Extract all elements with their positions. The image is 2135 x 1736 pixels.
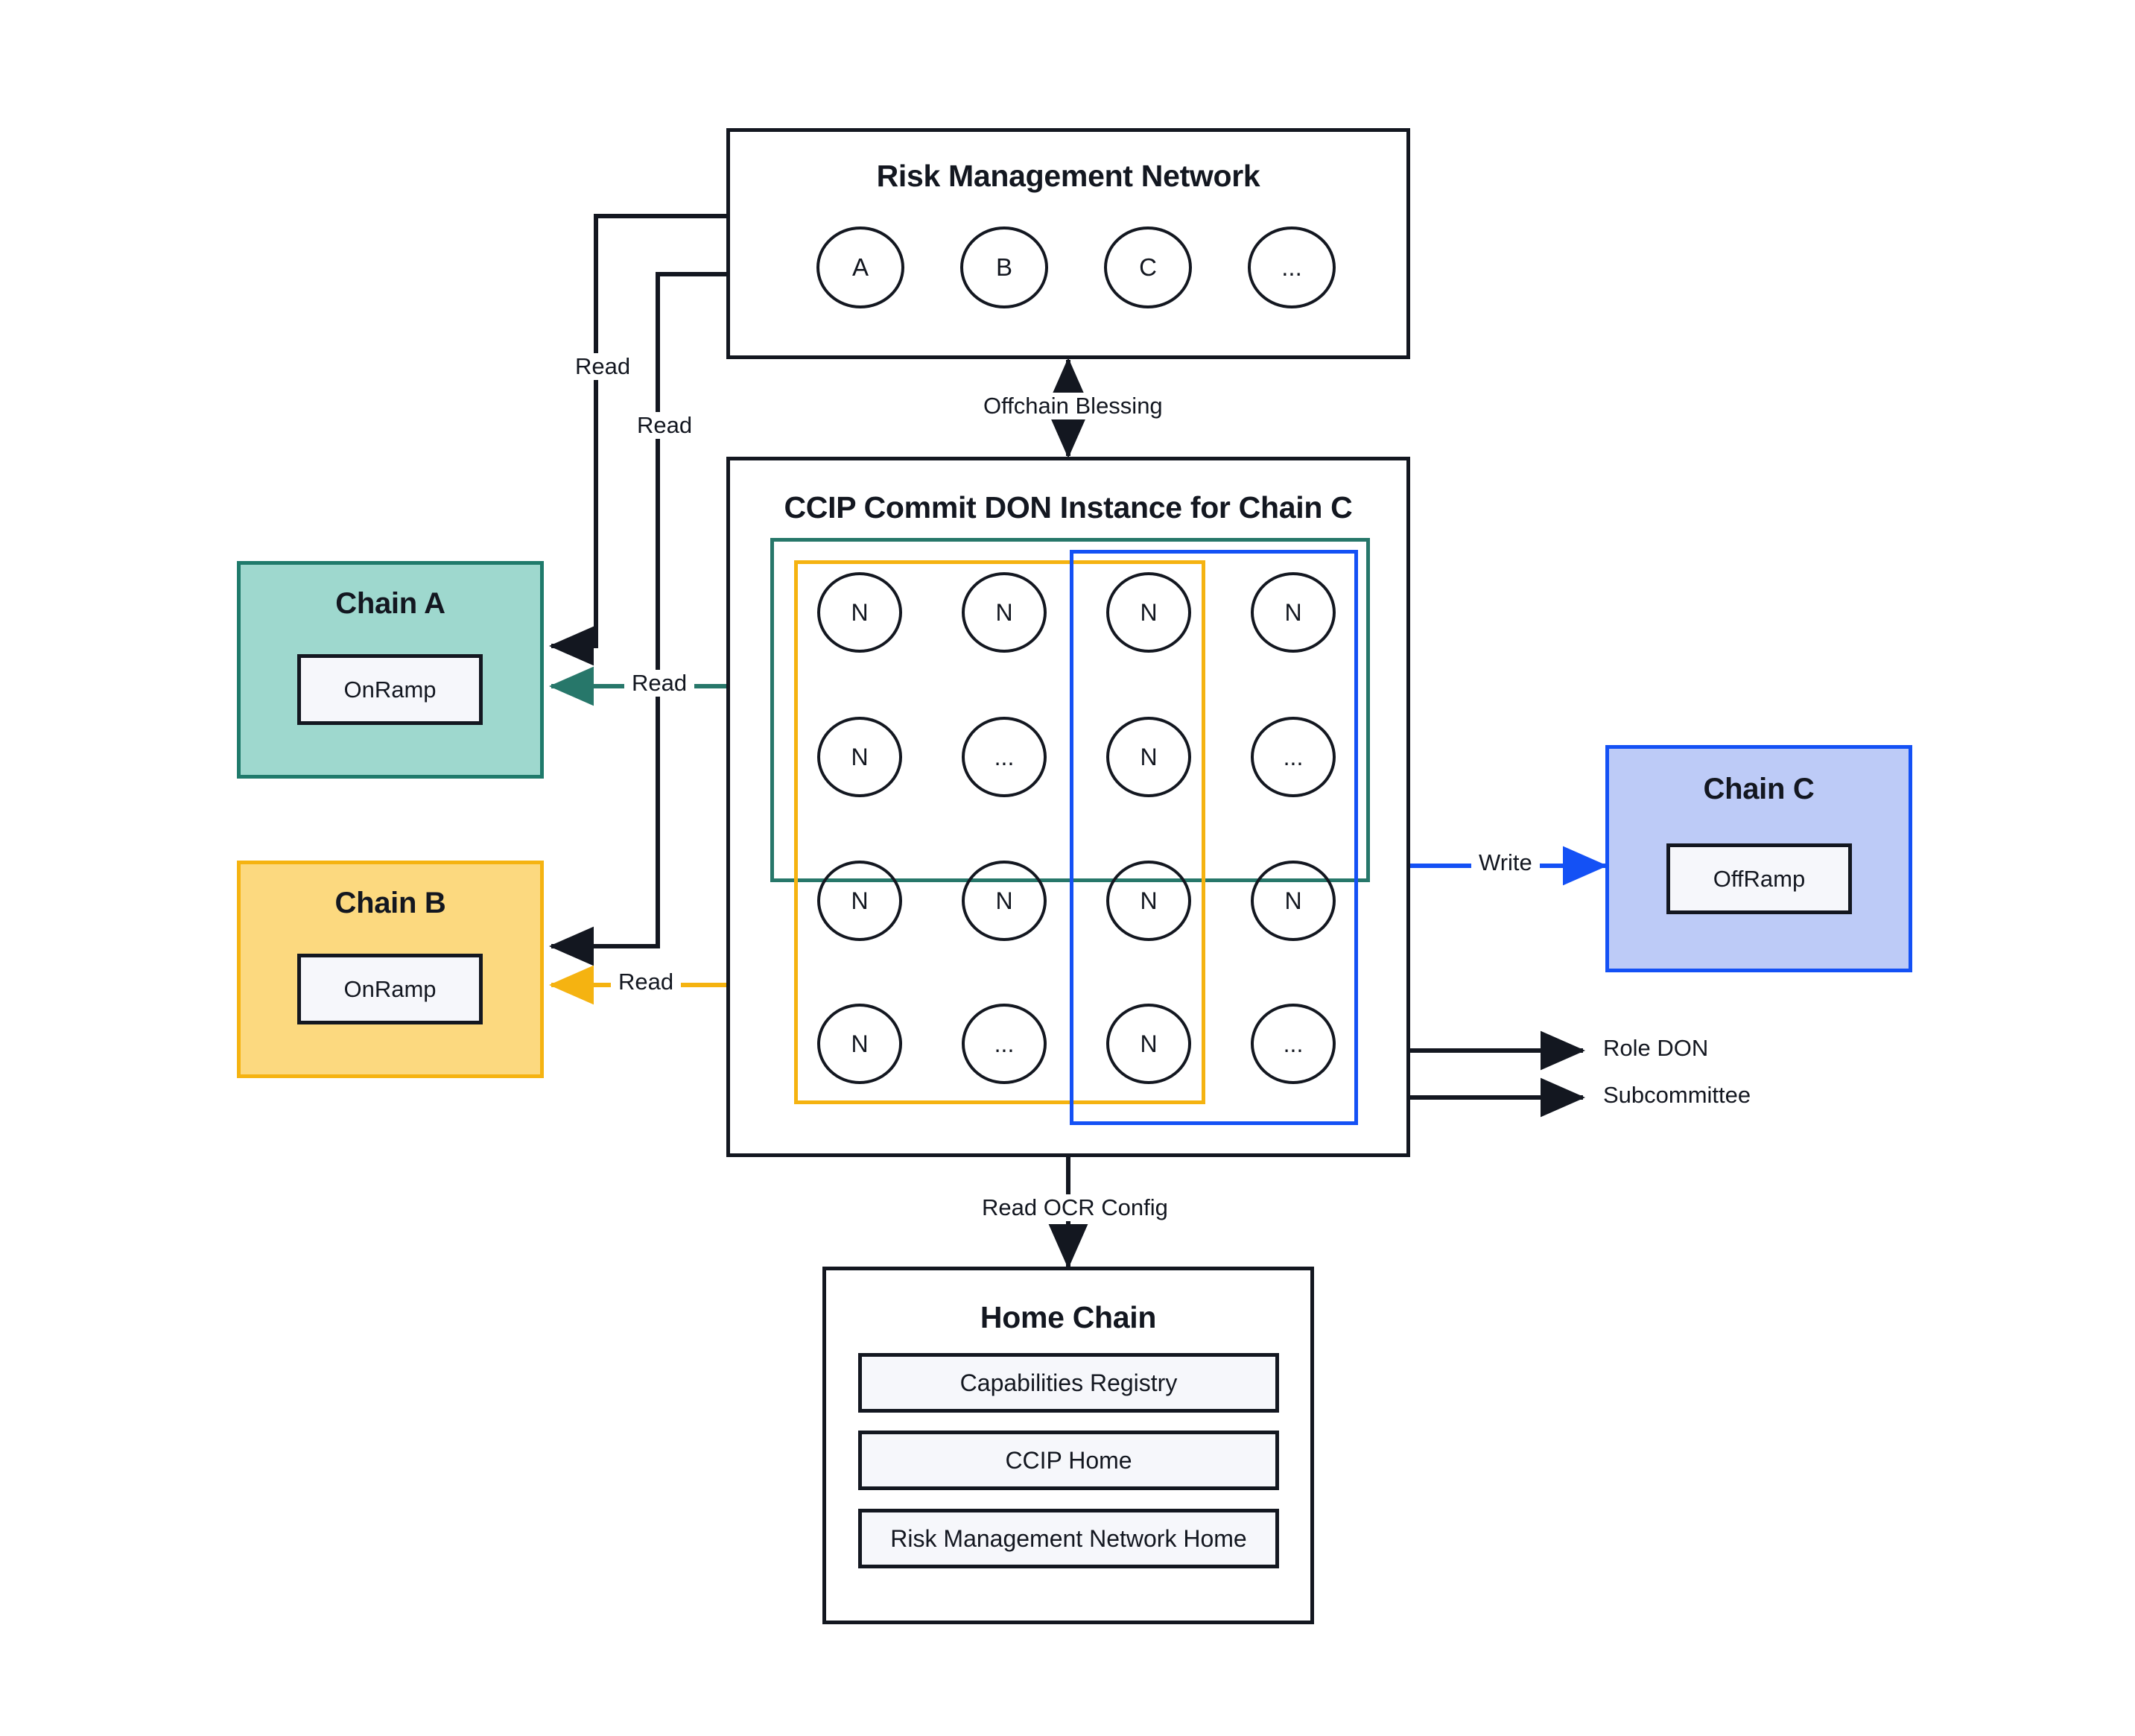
don-node-label: ... <box>1283 743 1304 770</box>
rmn-node-b: B <box>960 226 1048 308</box>
home-chain-item-ccip-home: CCIP Home <box>858 1431 1279 1490</box>
don-node-label: N <box>1284 887 1302 914</box>
label-write-don-chain-c: Write <box>1471 849 1540 876</box>
don-node: N <box>1106 861 1191 941</box>
don-node: N <box>1251 861 1336 941</box>
rmn-node-label: A <box>851 253 869 281</box>
don-node-label: N <box>851 1030 869 1057</box>
risk-management-network-title: Risk Management Network <box>876 159 1260 193</box>
chain-a-title: Chain A <box>335 587 445 620</box>
don-node: N <box>817 717 902 797</box>
overlay-chain-c-subcommittee <box>1070 550 1358 1125</box>
don-node: N <box>962 861 1047 941</box>
legend-subcommittee-label: Subcommittee <box>1603 1082 1751 1108</box>
don-node: N <box>1106 572 1191 653</box>
rmn-node-label: ... <box>1281 253 1302 281</box>
label-read-don-chain-b: Read <box>611 969 682 995</box>
don-node-label: N <box>995 887 1013 914</box>
home-chain-item-rmn-home: Risk Management Network Home <box>858 1509 1279 1568</box>
home-chain-item-label: Risk Management Network Home <box>890 1524 1247 1552</box>
label-read-don-chain-a: Read <box>624 670 695 697</box>
chain-a-onramp: OnRamp <box>297 654 483 725</box>
label-read-ocr-config: Read OCR Config <box>974 1194 1176 1221</box>
don-node-label: ... <box>994 743 1015 770</box>
don-node-label: N <box>1140 887 1158 914</box>
overlay-chain-b-subcommittee <box>794 560 1205 1104</box>
don-node-label: N <box>1140 743 1158 770</box>
chain-c-offramp: OffRamp <box>1666 843 1852 914</box>
rmn-node-ellipsis: ... <box>1248 226 1336 308</box>
home-chain-item-label: Capabilities Registry <box>959 1369 1178 1396</box>
don-node: ... <box>1251 1004 1336 1084</box>
chain-a-onramp-label: OnRamp <box>343 676 437 703</box>
chain-c-title: Chain C <box>1703 773 1815 805</box>
label-read-rmn-chain-a: Read <box>568 353 638 380</box>
don-node-label: N <box>851 743 869 770</box>
home-chain-item-label: CCIP Home <box>1005 1446 1132 1474</box>
don-node-label: ... <box>1283 1030 1304 1057</box>
rmn-node-label: B <box>995 253 1012 281</box>
don-node: ... <box>962 1004 1047 1084</box>
label-offchain-blessing: Offchain Blessing <box>976 393 1170 419</box>
rmn-node-c: C <box>1104 226 1192 308</box>
home-chain-title: Home Chain <box>980 1300 1157 1334</box>
legend-role-don-label: Role DON <box>1603 1035 1709 1061</box>
chain-c-offramp-label: OffRamp <box>1713 865 1806 892</box>
don-node: N <box>1106 1004 1191 1084</box>
commit-don-title: CCIP Commit DON Instance for Chain C <box>784 490 1353 525</box>
don-node-label: N <box>1284 598 1302 626</box>
don-node-label: ... <box>994 1030 1015 1057</box>
rmn-node-a: A <box>816 226 904 308</box>
don-node: N <box>817 1004 902 1084</box>
chain-b-onramp-label: OnRamp <box>343 975 437 1002</box>
don-node-label: N <box>851 598 869 626</box>
don-node: N <box>1106 717 1191 797</box>
don-node: N <box>817 861 902 941</box>
don-node: N <box>1251 572 1336 653</box>
don-node-label: N <box>851 887 869 914</box>
don-node: ... <box>962 717 1047 797</box>
don-node-label: N <box>995 598 1013 626</box>
chain-b-onramp: OnRamp <box>297 954 483 1024</box>
home-chain-item-capabilities-registry: Capabilities Registry <box>858 1353 1279 1413</box>
don-node: N <box>962 572 1047 653</box>
chain-b-title: Chain B <box>334 887 446 919</box>
don-node-label: N <box>1140 598 1158 626</box>
don-node-label: N <box>1140 1030 1158 1057</box>
don-node: ... <box>1251 717 1336 797</box>
rmn-node-label: C <box>1139 253 1157 281</box>
label-read-rmn-chain-b: Read <box>629 412 700 439</box>
don-node: N <box>817 572 902 653</box>
